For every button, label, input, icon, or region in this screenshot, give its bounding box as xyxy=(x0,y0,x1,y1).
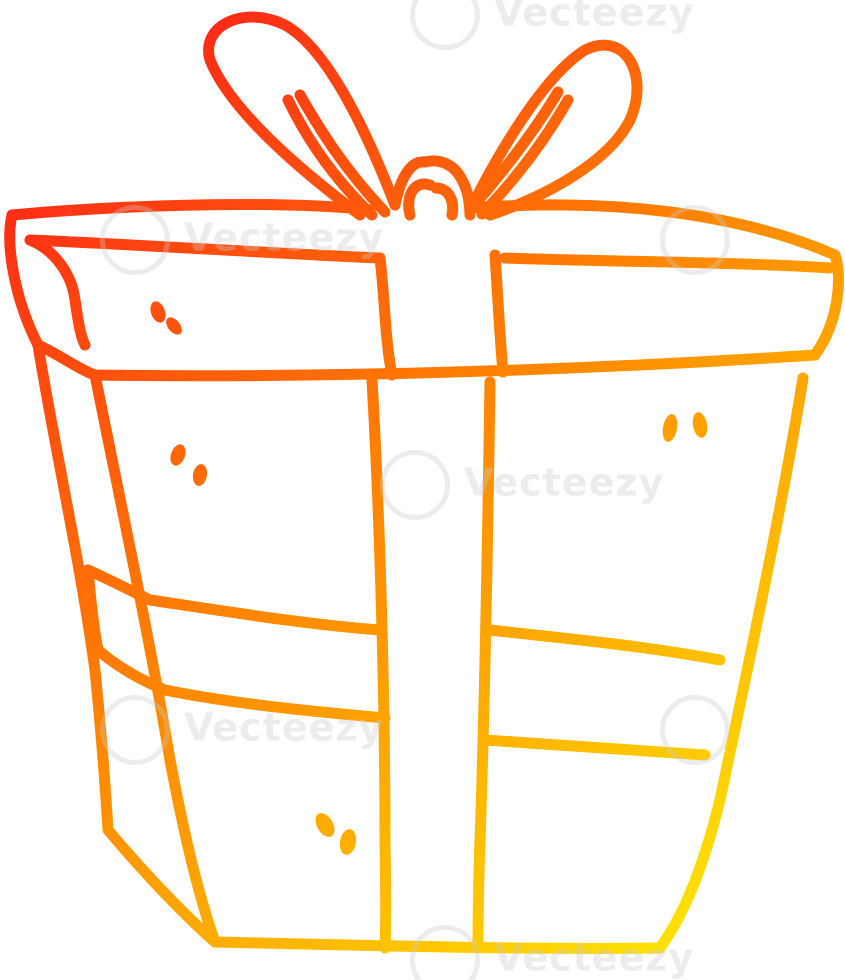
bow-right-loop xyxy=(464,39,643,221)
bow-left-inner xyxy=(282,89,391,221)
sparkle-mark xyxy=(315,813,335,837)
lid-top-inner xyxy=(24,234,836,274)
sparkle-mark xyxy=(192,464,208,486)
hribbon-right-bottom xyxy=(479,734,711,761)
sparkle-mark xyxy=(662,414,678,442)
sparkle-mark xyxy=(692,412,708,438)
hribbon-left-top xyxy=(82,564,386,636)
body-ribbon-right xyxy=(472,376,496,954)
lid-ribbon-left xyxy=(374,252,398,381)
sparkle-mark xyxy=(166,317,182,335)
box-right-edge xyxy=(654,372,809,954)
lid-left-flap xyxy=(24,234,91,351)
lid-bottom-edge xyxy=(32,339,821,382)
bow-left-loop xyxy=(203,11,401,221)
hribbon-left-bottom xyxy=(92,644,391,724)
bow-knot xyxy=(389,155,476,221)
lid-top-edge xyxy=(6,199,841,261)
lid-ribbon-right xyxy=(489,249,509,378)
bow-right-inner xyxy=(464,86,574,220)
hribbon-right-top xyxy=(484,624,726,666)
box-left-outer xyxy=(32,339,221,948)
box-bottom-edge xyxy=(209,936,666,954)
sparkle-mark xyxy=(150,301,166,323)
box-left-front xyxy=(89,369,221,948)
body-ribbon-left xyxy=(366,374,392,954)
lid-right-edge xyxy=(809,249,844,361)
sparkle-mark xyxy=(339,829,357,855)
lid-left-edge xyxy=(4,209,44,351)
hribbon-left-side xyxy=(82,564,104,656)
sparkle-mark xyxy=(170,444,186,466)
